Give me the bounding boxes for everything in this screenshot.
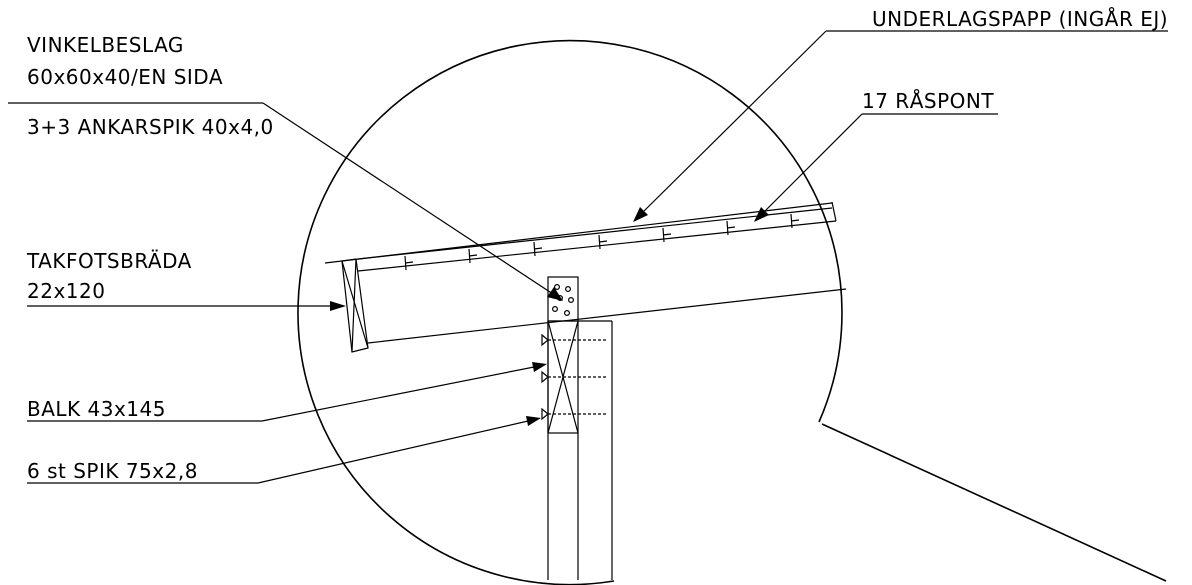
angle-bracket xyxy=(547,276,579,322)
nail-markers xyxy=(541,333,608,421)
label-ankarspik: 3+3 ANKARSPIK 40x4,0 xyxy=(27,115,274,139)
detail-circle xyxy=(297,39,843,585)
sheathing-bottom-line xyxy=(357,220,837,272)
tongue-groove-joints xyxy=(404,213,800,271)
leader-underlagspapp xyxy=(633,30,1168,222)
label-underlagspapp: UNDERLAGSPAPP (INGÅR EJ) xyxy=(872,7,1168,31)
post xyxy=(547,320,613,580)
label-raspont: 17 RÅSPONT xyxy=(862,89,994,113)
label-takfotsbrada-2: 22x120 xyxy=(27,279,105,303)
label-balk: BALK 43x145 xyxy=(27,397,166,421)
sheathing-end-line xyxy=(831,201,837,222)
label-vinkelbeslag-2: 60x60x40/EN SIDA xyxy=(27,65,223,89)
fascia-board xyxy=(341,258,369,353)
leader-spik xyxy=(27,416,541,484)
label-vinkelbeslag-1: VINKELBESLAG xyxy=(27,33,184,57)
leader-vinkelbeslag xyxy=(8,102,563,301)
leader-raspont xyxy=(754,113,998,222)
leader-takfotsbrada xyxy=(27,301,346,311)
rafter-bottom-line xyxy=(367,288,847,344)
detail-leader-line xyxy=(821,423,1167,582)
sheathing-top-line xyxy=(357,207,833,260)
label-takfotsbrada-1: TAKFOTSBRÄDA xyxy=(26,249,192,273)
leader-balk xyxy=(27,362,547,422)
label-spik: 6 st SPIK 75x2,8 xyxy=(27,459,198,483)
